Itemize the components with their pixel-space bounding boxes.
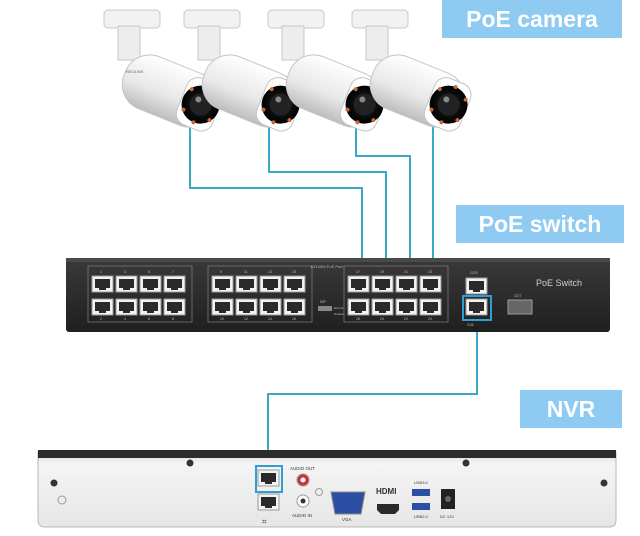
audio-out-label: AUDIO OUT: [290, 466, 315, 471]
switch-port: [235, 275, 258, 293]
switch-port-number: 1: [100, 270, 102, 274]
uplink-label: G25: [470, 270, 478, 275]
switch-port: [91, 275, 114, 293]
switch-port-number: 2: [100, 317, 102, 321]
nvr-label: NVR: [520, 390, 622, 428]
poe-switch-label: PoE switch: [456, 205, 624, 243]
sfp-label: G27: [514, 293, 522, 298]
switch-port: [91, 298, 114, 316]
poe-camera-label: PoE camera: [442, 0, 622, 38]
switch-port-number: 22: [404, 317, 408, 321]
usb3-port: [412, 489, 430, 496]
status-label: DIP: [320, 300, 327, 304]
switch-port: [395, 298, 418, 316]
switch-port: [163, 298, 186, 316]
switch-port-number: 14: [268, 317, 272, 321]
switch-port: [259, 298, 282, 316]
switch-port: [395, 275, 418, 293]
switch-port: [283, 275, 306, 293]
switch-port-number: 10: [220, 317, 224, 321]
switch-port: [371, 275, 394, 293]
nvr-lan-highlight: [255, 465, 283, 493]
switch-port-number: 11: [244, 270, 248, 274]
extend-label: Extend: [334, 306, 344, 310]
nvr-lan-port-2: [257, 493, 280, 511]
switch-port-number: 13: [268, 270, 272, 274]
switch-port-number: 19: [380, 270, 384, 274]
switch-port: [139, 298, 162, 316]
uplink-port-top: [465, 277, 488, 295]
usb2-label: USB2.0: [414, 514, 429, 519]
switch-port-number: 8: [172, 317, 174, 321]
nvr-lan-port: [257, 469, 280, 487]
usb2-port: [412, 503, 430, 510]
switch-port-number: 4: [124, 317, 126, 321]
network-icon: ⌗: [262, 517, 267, 526]
switch-port: [139, 275, 162, 293]
uplink-port-bottom: [465, 298, 488, 316]
switch-port: [283, 298, 306, 316]
switch-port: [347, 298, 370, 316]
switch-port-number: 20: [380, 317, 384, 321]
switch-port: [211, 275, 234, 293]
switch-port-number: 7: [172, 270, 174, 274]
switch-port-number: 17: [356, 270, 360, 274]
switch-port: [419, 298, 442, 316]
switch-port-number: 5: [148, 270, 150, 274]
audio-in-label: AUDIO IN: [292, 513, 312, 518]
sfp-slot: [507, 299, 533, 315]
switch-port-number: 16: [292, 317, 296, 321]
uplink-port-highlight: [462, 295, 492, 321]
camera-brand: REOLINK: [126, 69, 144, 74]
switch-port: [235, 298, 258, 316]
cable-switch-to-nvr: [267, 320, 478, 470]
switch-port-number: 15: [292, 270, 296, 274]
switch-port-number: 24: [428, 317, 432, 321]
poe-cables: [189, 118, 478, 470]
cable-camera-2: [268, 118, 387, 270]
poe-switch: 123456789101112131415161718192021222324 …: [66, 258, 610, 332]
dip-switch[interactable]: [318, 306, 332, 311]
switch-port-number: 21: [404, 270, 408, 274]
switch-port: [211, 298, 234, 316]
usb3-label: USB3.0: [414, 480, 429, 485]
switch-face-title: PoE Switch: [536, 278, 582, 288]
switch-port-number: 18: [356, 317, 360, 321]
default-label: Default: [334, 312, 344, 316]
nvr-device: ⌗ AUDIO OUT AUDIO IN VGA HDMI USB3.0 USB…: [37, 450, 617, 528]
cable-camera-1: [189, 118, 363, 270]
switch-port-number: 12: [244, 317, 248, 321]
switch-port: [419, 275, 442, 293]
switch-port: [115, 275, 138, 293]
power-label: DC 12V: [440, 514, 454, 519]
cable-camera-3: [355, 118, 411, 270]
hdmi-port: [377, 504, 399, 514]
switch-port-number: 3: [124, 270, 126, 274]
switch-port-number: 9: [220, 270, 222, 274]
speed-label: 10/100M PoE Port: [310, 264, 344, 269]
switch-port-number: 6: [148, 317, 150, 321]
switch-port: [347, 275, 370, 293]
switch-port: [115, 298, 138, 316]
hdmi-logo: HDMI: [376, 487, 396, 496]
uplink2-label: G26: [467, 323, 474, 327]
switch-port: [259, 275, 282, 293]
vga-label: VGA: [342, 517, 352, 522]
switch-port: [163, 275, 186, 293]
switch-port: [371, 298, 394, 316]
switch-port-number: 23: [428, 270, 432, 274]
vga-port: [330, 491, 366, 515]
